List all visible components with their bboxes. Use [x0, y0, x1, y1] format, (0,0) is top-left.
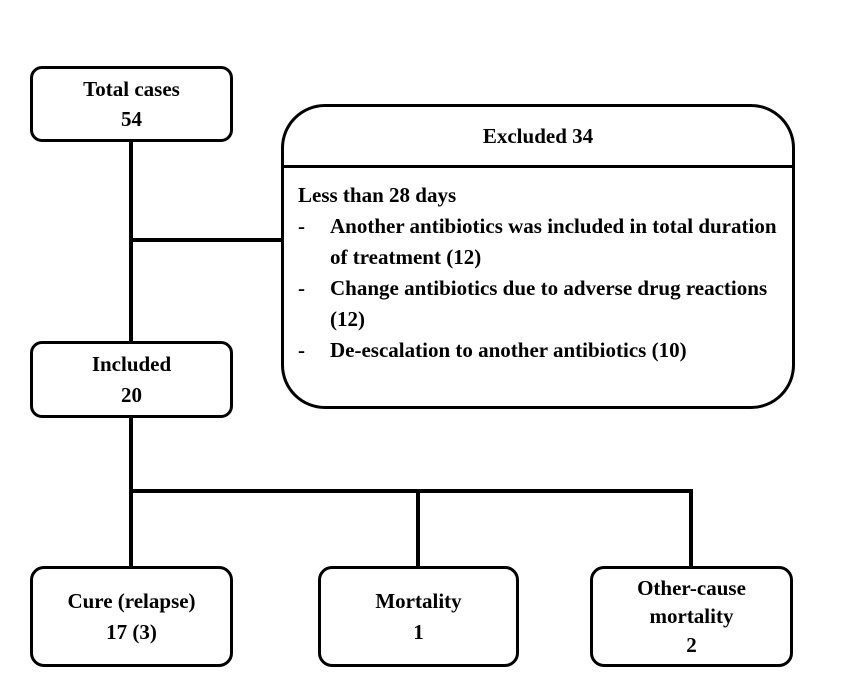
- bullet-dash: -: [298, 214, 305, 238]
- outcome-label: Cure (relapse): [67, 589, 196, 614]
- connector-outcomes-horizontal: [129, 489, 693, 493]
- connector-to-other-mortality: [689, 491, 693, 568]
- outcome-mortality-box: Mortality 1: [318, 566, 519, 667]
- connector-to-mortality: [416, 491, 420, 568]
- total-cases-count: 54: [121, 107, 142, 131]
- outcome-other-mortality-box: Other-cause mortality 2: [590, 566, 793, 667]
- included-label: Included: [91, 352, 172, 377]
- excluded-reason: - Change antibiotics due to adverse drug…: [298, 273, 784, 335]
- total-cases-box: Total cases 54: [30, 66, 233, 142]
- outcome-count: 2: [686, 632, 697, 657]
- excluded-details: Less than 28 days - Another antibiotics …: [298, 180, 784, 366]
- excluded-reason: - Another antibiotics was included in to…: [298, 211, 784, 273]
- outcome-label: Other-cause mortality: [637, 575, 746, 629]
- excluded-box: Excluded 34 Less than 28 days - Another …: [281, 104, 795, 409]
- outcome-count: 17 (3): [106, 619, 157, 644]
- outcome-label: Mortality: [375, 589, 462, 614]
- included-box: Included 20: [30, 341, 233, 418]
- bullet-dash: -: [298, 276, 305, 300]
- connector-included-down: [129, 416, 133, 493]
- excluded-reason: - De-escalation to another antibiotics (…: [298, 335, 784, 366]
- excluded-heading: Less than 28 days: [298, 183, 457, 207]
- outcome-cure-box: Cure (relapse) 17 (3): [30, 566, 233, 667]
- excluded-reason-text: Change antibiotics due to adverse drug r…: [330, 276, 768, 331]
- outcome-count: 1: [413, 619, 424, 644]
- included-count: 20: [121, 382, 142, 407]
- excluded-title: Excluded 34: [284, 107, 792, 168]
- connector-to-cure: [129, 491, 133, 568]
- excluded-reason-text: Another antibiotics was included in tota…: [330, 214, 777, 269]
- total-cases-label: Total cases: [83, 76, 180, 101]
- connector-to-excluded: [131, 238, 283, 242]
- excluded-reason-text: De-escalation to another antibiotics (10…: [330, 338, 687, 362]
- bullet-dash: -: [298, 338, 305, 362]
